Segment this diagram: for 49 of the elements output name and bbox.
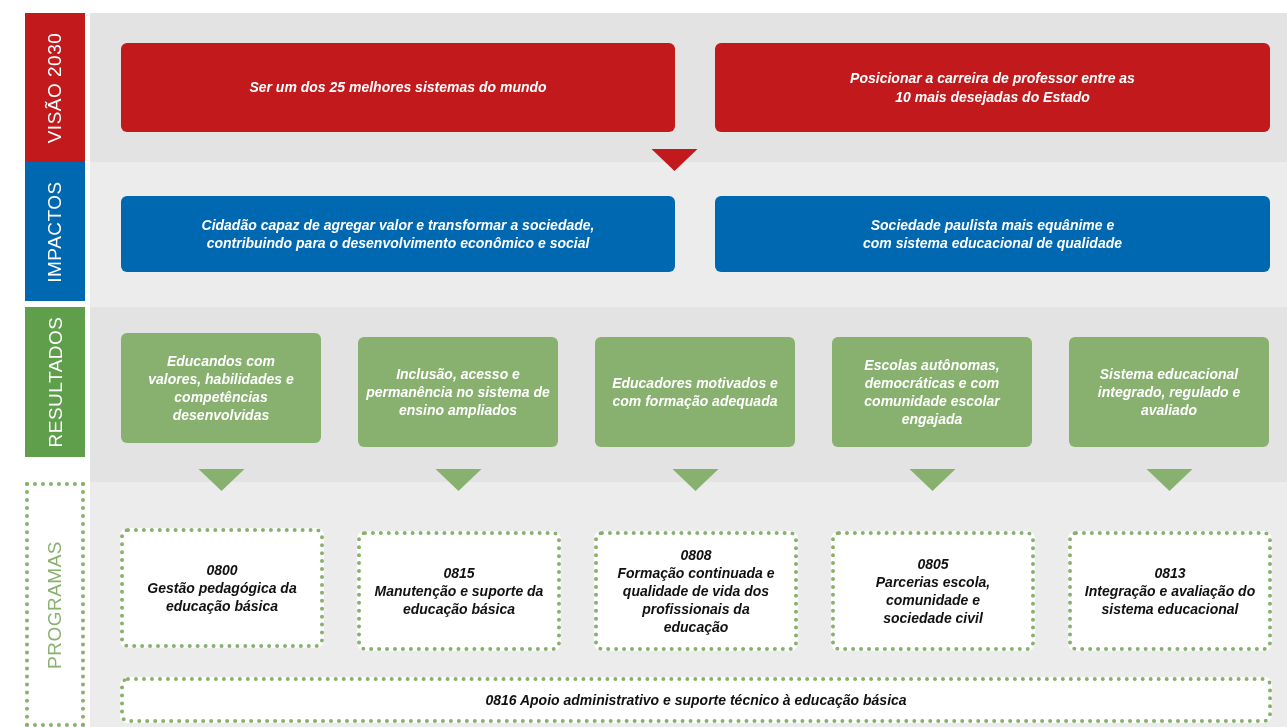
program-box: [1068, 531, 1272, 651]
section-label: RESULTADOS: [44, 316, 66, 448]
box-text: Cidadão capaz de agregar valor e transformar a sociedade, contribuindo para o desenvolvimento econômico e social: [200, 215, 596, 253]
section-label: VISÃO 2030: [44, 32, 66, 143]
section-label: PROGRAMAS: [44, 540, 66, 669]
box-text: Sociedade paulista mais equânime e com sistema educacional de qualidade: [861, 215, 1124, 253]
box-text: Manutenção e suporte da educação básica: [373, 581, 545, 619]
box-text: Integração e avaliação do sistema educacional: [1083, 581, 1257, 619]
goal-box: [832, 337, 1032, 447]
program-box: [594, 531, 798, 651]
goal-box: [595, 337, 795, 447]
box-text: Educandos com valores, habilidades e competências desenvolvidas: [147, 351, 295, 425]
section-label: IMPACTOS: [44, 180, 66, 283]
program-code: 0808: [680, 545, 712, 564]
box-text: Educadores motivados e com formação adequada: [611, 373, 779, 411]
box-text: Formação continuada e qualidade de vida dos profissionais da educação: [616, 563, 776, 637]
program-box: [831, 531, 1035, 651]
goal-box: [715, 43, 1270, 132]
goal-box: [715, 196, 1270, 272]
section-band: [25, 162, 1287, 307]
box-text: 0816 Apoio administrativo e suporte técnico à educação básica: [485, 690, 907, 710]
program-code: 0800: [206, 560, 238, 579]
section-band: [25, 13, 1287, 162]
arrow: [651, 149, 698, 171]
box-text: Posicionar a carreira de professor entre as 10 mais desejadas do Estado: [849, 69, 1136, 106]
program-box: [357, 531, 561, 651]
goal-box: [1069, 337, 1269, 447]
goal-box: [121, 43, 675, 132]
arrow: [909, 469, 956, 491]
program-box: [120, 528, 324, 648]
goal-box: [358, 337, 558, 447]
goal-box: [121, 196, 675, 272]
box-text: Escolas autônomas, democráticas e com comunidade escolar engajada: [863, 355, 1002, 429]
box-text: Gestão pedagógica da educação básica: [146, 578, 298, 616]
box-text: Parcerias escola, comunidade e sociedade civil: [874, 572, 992, 628]
goal-box: [121, 333, 321, 443]
program-code: 0805: [917, 554, 949, 573]
program-box: [120, 677, 1272, 723]
section-band: [25, 482, 1287, 727]
box-text: Sistema educacional integrado, regulado e avaliado: [1096, 364, 1242, 420]
program-code: 0815: [443, 563, 475, 582]
box-text: Inclusão, acesso e permanência no sistema de ensino ampliados: [366, 364, 550, 420]
arrow: [1146, 469, 1193, 491]
box-text: Ser um dos 25 melhores sistemas do mundo: [249, 78, 547, 97]
arrow: [435, 469, 482, 491]
arrow: [198, 469, 245, 491]
section-band: [25, 307, 1287, 482]
arrow: [672, 469, 719, 491]
program-code: 0813: [1154, 563, 1186, 582]
